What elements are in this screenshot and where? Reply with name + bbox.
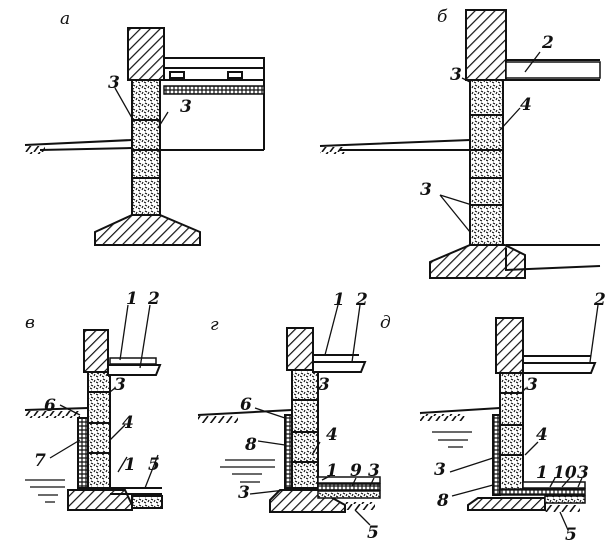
panel-title: а <box>60 9 70 29</box>
concrete-bed <box>317 490 381 499</box>
wall-upper <box>465 9 507 81</box>
label-2: 2 <box>593 290 606 310</box>
label-5: 5 <box>148 455 160 475</box>
panel-b: б 2 3 4 3 <box>319 7 601 279</box>
wall-upper <box>495 317 524 374</box>
panel-a: а 3 3 <box>24 9 265 246</box>
label-1: 1 <box>326 461 338 481</box>
floor-layer <box>317 476 381 484</box>
waterproofing-layer-10 <box>499 488 586 496</box>
label-5: 5 <box>565 525 577 545</box>
label-3: 3 <box>577 463 589 483</box>
floor-bed <box>131 495 163 509</box>
label-2: 2 <box>541 33 554 53</box>
ground-hatch <box>320 147 345 154</box>
label-1: 1 <box>536 463 548 483</box>
floor-slab <box>505 61 601 79</box>
foundation-column <box>291 369 319 489</box>
foundation-column <box>87 371 111 489</box>
label-4: 4 <box>326 425 338 445</box>
rails <box>169 71 243 79</box>
label-1: 1 <box>126 289 138 309</box>
label-8: 8 <box>436 491 449 511</box>
label-10: 10 <box>553 463 577 483</box>
label-9: 9 <box>350 461 362 481</box>
floor-layer <box>522 481 586 489</box>
waterproofing-layer <box>492 414 501 496</box>
floor-slab <box>312 361 367 373</box>
label-6: 6 <box>240 395 252 415</box>
footing <box>467 497 546 511</box>
panel-title: г <box>210 315 219 335</box>
label-4: 4 <box>520 95 532 115</box>
soil-hatch <box>545 505 580 512</box>
label-3: 3 <box>180 97 192 117</box>
foundation-column <box>131 79 161 216</box>
soil-hatch <box>345 502 375 510</box>
label-2: 2 <box>355 290 368 310</box>
label-3: 3 <box>434 460 446 480</box>
label-3: 3 <box>526 375 538 395</box>
panel-v: в 1 2 6 3 4 7 1 5 <box>24 289 163 511</box>
label-6: 6 <box>44 396 56 416</box>
label-4: 4 <box>122 413 134 433</box>
panel-g: г 1 2 6 3 4 8 1 9 3 3 5 <box>197 290 381 543</box>
footing <box>429 244 526 279</box>
ground-hatch <box>25 411 80 418</box>
label-3: 3 <box>114 375 126 395</box>
label-7: 7 <box>34 451 46 471</box>
footing <box>94 214 201 246</box>
foundation-column <box>469 79 504 246</box>
label-3: 3 <box>318 375 330 395</box>
ground-hatch <box>420 414 465 421</box>
label-2: 2 <box>147 289 160 309</box>
floor-layer <box>109 357 157 365</box>
wall-upper <box>83 329 109 373</box>
clay-lock <box>77 417 89 489</box>
floor-slab <box>107 364 162 376</box>
foundation-column <box>499 372 524 491</box>
label-3: 3 <box>108 73 120 93</box>
label-1: 1 <box>124 455 136 475</box>
label-3: 3 <box>238 483 250 503</box>
panel-title: в <box>25 313 35 333</box>
panel-title: б <box>437 7 448 27</box>
label-1: 1 <box>333 290 345 310</box>
label-5: 5 <box>367 523 379 543</box>
label-3: 3 <box>420 180 432 200</box>
label-3: 3 <box>368 461 380 481</box>
wall-upper <box>286 327 314 371</box>
label-3: 3 <box>450 65 462 85</box>
waterproofing-layer-9 <box>317 483 381 491</box>
concrete-bed <box>544 495 586 504</box>
panel-title: д <box>380 313 391 333</box>
floor-slab <box>522 362 597 374</box>
panel-d: д 2 3 4 3 1 10 3 8 5 <box>380 290 606 545</box>
ground-hatch <box>25 146 45 154</box>
ground-hatch <box>198 416 238 423</box>
floor-slab <box>163 85 265 95</box>
wall-upper <box>127 27 165 81</box>
label-8: 8 <box>244 435 257 455</box>
label-4: 4 <box>536 425 548 445</box>
waterproofing-layer <box>284 414 293 489</box>
